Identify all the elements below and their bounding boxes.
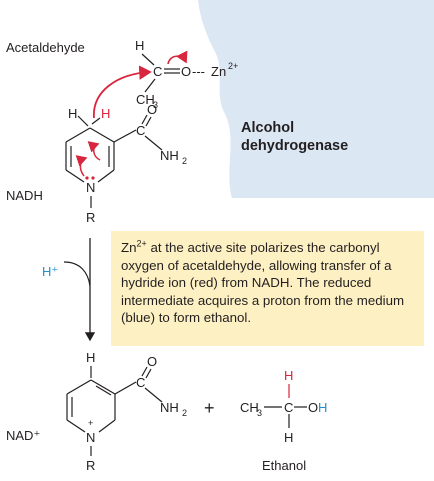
svg-text:R: R — [86, 458, 95, 473]
svg-text:NH: NH — [160, 148, 179, 163]
svg-text:C: C — [136, 123, 145, 138]
acetaldehyde-label: Acetaldehyde — [6, 40, 85, 55]
svg-text:H: H — [284, 430, 293, 445]
ethanol-molecule: H CH 3 C O H H — [240, 368, 327, 445]
svg-text:C: C — [284, 400, 293, 415]
svg-text:O: O — [147, 102, 157, 117]
svg-text:Zn: Zn — [211, 64, 226, 79]
acetaldehyde-molecule: H C O --- Zn 2+ CH 3 — [135, 38, 238, 110]
svg-text:C: C — [153, 64, 162, 79]
svg-text:2: 2 — [182, 156, 187, 166]
svg-text:O: O — [147, 354, 157, 369]
svg-text:3: 3 — [153, 100, 158, 110]
nadh-molecule: H H N R C O NH 2 — [65, 102, 187, 225]
proton-arrow — [63, 261, 91, 287]
svg-text:H: H — [68, 106, 77, 121]
nad-plus-molecule: H N + R C O NH 2 — [66, 350, 187, 473]
svg-text:CH: CH — [240, 400, 259, 415]
svg-text:H: H — [135, 38, 144, 53]
svg-text:H: H — [284, 368, 293, 383]
note-zn-charge: 2+ — [136, 238, 147, 249]
lone-pair-arrow — [75, 155, 88, 177]
plus-sign: + — [204, 398, 215, 418]
svg-text:C: C — [136, 375, 145, 390]
explanation-note: Zn2+ at the active site polarizes the ca… — [111, 231, 424, 346]
svg-text:H: H — [101, 106, 110, 121]
note-text: at the active site polarizes the carbony… — [121, 240, 405, 326]
svg-text:H: H — [86, 350, 95, 365]
svg-text:+: + — [88, 418, 93, 428]
svg-text:3: 3 — [257, 408, 262, 418]
svg-text:H: H — [318, 400, 327, 415]
svg-text:---: --- — [192, 64, 205, 79]
enzyme-surface — [198, 0, 434, 198]
hydride-transfer-arrow — [93, 65, 152, 119]
svg-text:2+: 2+ — [228, 61, 238, 71]
nadh-label: NADH — [6, 188, 43, 203]
svg-text:N: N — [86, 430, 95, 445]
enzyme-label-line2: dehydrogenase — [241, 138, 348, 154]
svg-text:2: 2 — [182, 408, 187, 418]
ring-arrow — [87, 141, 101, 161]
note-zn: Zn — [121, 240, 137, 255]
svg-text:R: R — [86, 210, 95, 225]
nad-plus-label: NAD⁺ — [6, 428, 40, 443]
carbonyl-arrow — [167, 50, 188, 65]
proton-label: H⁺ — [42, 264, 58, 279]
svg-text:CH: CH — [136, 92, 155, 107]
svg-text:NH: NH — [160, 400, 179, 415]
svg-text:N: N — [86, 180, 95, 195]
svg-text:O: O — [181, 64, 191, 79]
svg-text:O: O — [308, 400, 318, 415]
ethanol-label: Ethanol — [262, 458, 306, 473]
enzyme-label-line1: Alcohol — [241, 120, 294, 136]
